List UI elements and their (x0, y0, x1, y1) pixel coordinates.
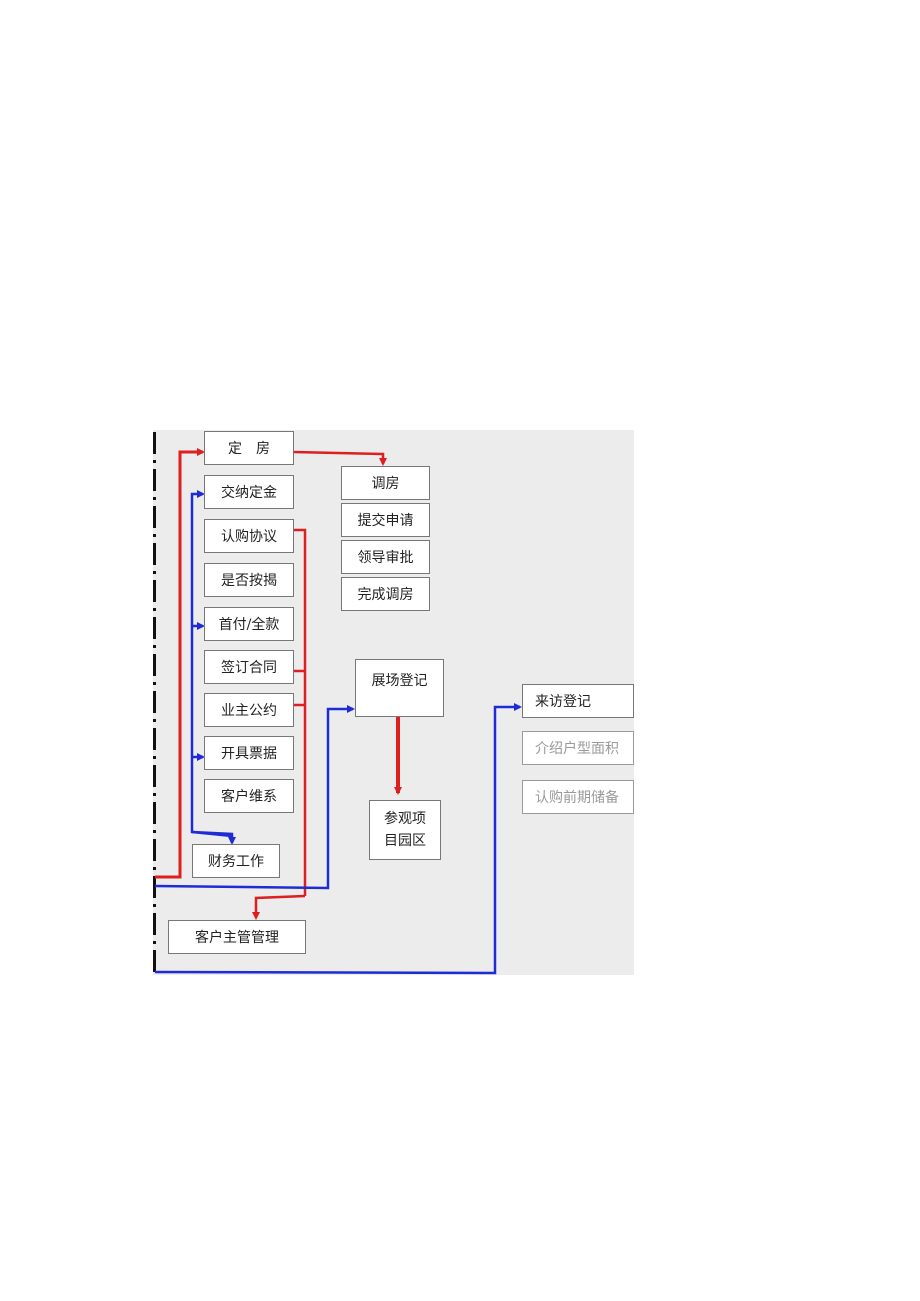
box-rengou-qianqi: 认购前期储备 (522, 780, 634, 814)
red-edge-to-dingfang (155, 448, 205, 879)
box-kehu-weixi: 客户维系 (204, 779, 294, 813)
box-tiaofang: 调房 (341, 466, 430, 500)
canguan-line-2: 目园区 (384, 833, 426, 849)
box-zhanchang-dengji: 展场登记 (355, 659, 444, 717)
red-edge-to-kehu-zhuguan (252, 894, 306, 920)
box-yezhu-gongyue: 业主公约 (204, 693, 294, 727)
box-jiaona-dingjin: 交纳定金 (204, 475, 294, 509)
blue-edge-to-caiwu (191, 830, 236, 845)
box-wancheng-tiaofang: 完成调房 (341, 577, 430, 611)
box-caiwu-gongzuo: 财务工作 (192, 844, 280, 878)
blue-edge-to-zhanchang (154, 705, 355, 890)
box-kaiju-piaoju: 开具票据 (204, 736, 294, 770)
box-shoufu-quankuan: 首付/全款 (204, 607, 294, 641)
box-lingdao-shenpi: 领导审批 (341, 540, 430, 574)
box-shifou-anjie: 是否按揭 (204, 563, 294, 597)
box-laifang-dengji: 来访登记 (522, 684, 634, 718)
box-qianding-hetong: 签订合同 (204, 650, 294, 684)
canguan-line-1: 参观项 (384, 811, 426, 827)
box-kehu-zhuguan-guanli: 客户主管管理 (168, 920, 306, 954)
dash-dot-boundary (153, 432, 156, 977)
box-jieshao-huxing: 介绍户型面积 (522, 731, 634, 765)
box-tijiao-shenqing: 提交申请 (341, 503, 430, 537)
box-canguan-yuanqu: 参观项 目园区 (369, 800, 441, 860)
blue-edge-to-laifang (154, 703, 522, 975)
red-bracket-right (293, 528, 307, 896)
red-edge-dingfang-to-tiaofang (292, 450, 387, 466)
box-dingfang: 定 房 (204, 431, 294, 465)
box-rengou-xieyi: 认购协议 (204, 519, 294, 553)
